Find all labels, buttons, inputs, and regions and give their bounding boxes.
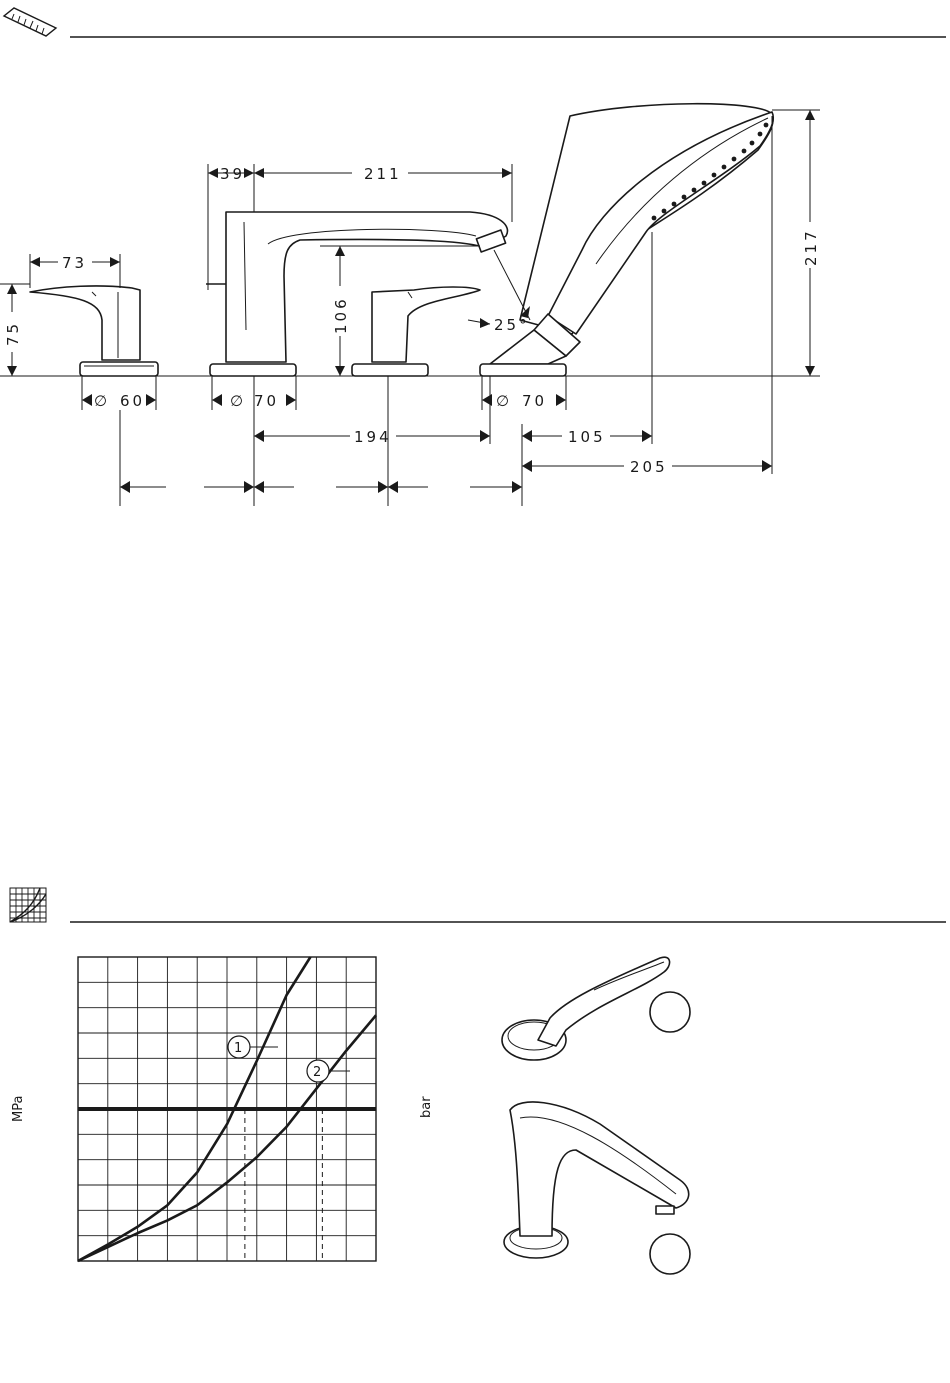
dim-25-deg: 25° xyxy=(494,316,530,334)
curve-marker-1: 1 xyxy=(228,1036,278,1058)
ruler-icon xyxy=(4,8,56,36)
handle-left xyxy=(30,286,158,376)
hand-shower xyxy=(480,104,773,376)
y-axis-label-mpa: MPa xyxy=(11,1096,26,1122)
hand-shower-illustration xyxy=(502,957,690,1060)
bath-spout-illustration xyxy=(504,1102,690,1274)
curve-marker-2-label: 2 xyxy=(313,1065,321,1080)
dim-70-b: 70 xyxy=(522,392,547,410)
dim-194: 194 xyxy=(354,428,392,446)
dim-105: 105 xyxy=(568,428,606,446)
dim-106: 106 xyxy=(332,296,350,334)
dim-39: 39 xyxy=(220,165,245,183)
dim-75: 75 xyxy=(4,321,22,346)
flow-diagram-icon xyxy=(10,888,46,922)
dim-diameter-symbol-3: ∅ xyxy=(496,392,512,410)
dim-60: 60 xyxy=(120,392,145,410)
dim-70-a: 70 xyxy=(254,392,279,410)
dim-217: 217 xyxy=(802,228,820,266)
dim-73: 73 xyxy=(62,254,87,272)
curve-marker-1-label: 1 xyxy=(234,1041,242,1056)
flow-rate-chart xyxy=(78,957,376,1261)
handle-right xyxy=(352,287,480,376)
dim-205: 205 xyxy=(630,458,668,476)
dim-211: 211 xyxy=(364,165,402,183)
dim-diameter-symbol-2: ∅ xyxy=(230,392,246,410)
y-axis-label-bar: bar xyxy=(419,1096,434,1118)
curve-marker-2: 2 xyxy=(307,1060,350,1082)
dim-diameter-symbol-1: ∅ xyxy=(94,392,110,410)
